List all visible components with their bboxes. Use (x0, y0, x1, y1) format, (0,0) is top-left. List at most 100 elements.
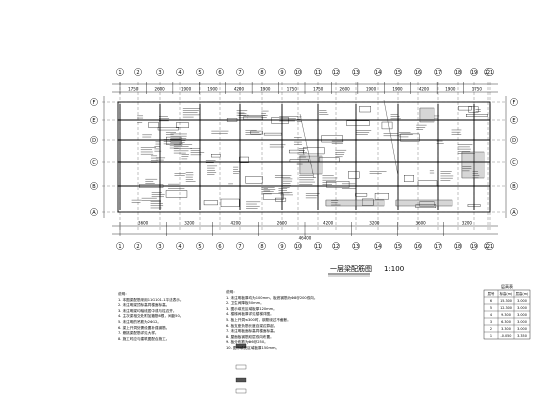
axis-bubble-top (374, 68, 382, 76)
axis-label-right: E (512, 118, 515, 124)
dim-value-bottom: 4200 (323, 221, 334, 226)
axis-bubble-right (510, 136, 518, 144)
axis-label-bottom: 11 (315, 244, 321, 250)
axis-label-top: 21 (487, 70, 493, 76)
axis-label-right: A (512, 210, 516, 216)
axis-label-left: C (92, 160, 96, 166)
axis-label-top: 9 (280, 70, 283, 76)
beam-segment (466, 114, 488, 117)
dim-value-top: 1900 (181, 87, 192, 92)
axis-bubble-bottom (332, 242, 340, 250)
axis-label-top: 19 (471, 70, 477, 76)
axis-label-top: 6 (218, 70, 221, 76)
beam-segment (139, 184, 164, 188)
beam-segment (346, 120, 370, 127)
axis-bubbles: 1234567891011121314151617181920211234567… (90, 68, 518, 250)
notes-right-line: 7. 未注明板面标高同楼面标高。 (226, 329, 278, 334)
beam-segment (239, 156, 249, 163)
level-table-cell: 2 (490, 327, 492, 331)
notes-right: 说明： 1. 未注明板厚均为100mm，板底钢筋为Φ8@200双向。 2. 卫生… (226, 290, 318, 352)
dim-value-top: 4200 (234, 87, 245, 92)
axis-bubble-bottom (258, 242, 266, 250)
level-table-cell: 12.300 (500, 306, 512, 310)
notes-left-line: 5. 未注明的吊筋为2Φ12。 (118, 319, 162, 324)
dim-value-top: 1750 (313, 87, 324, 92)
dim-total-bottom: 46400 (299, 236, 312, 241)
axis-bubble-top (176, 68, 184, 76)
axis-bubble-top (486, 68, 494, 76)
axis-label-top: 2 (136, 70, 139, 76)
notes-right-line: 8. 屋面板钢筋双层双向布置。 (226, 334, 274, 339)
axis-bubble-right (510, 98, 518, 106)
axis-label-bottom: 15 (395, 244, 401, 250)
axis-bubble-top (434, 68, 442, 76)
diagonal-break-line (383, 99, 399, 177)
axis-label-bottom: 12 (333, 244, 339, 250)
beam-segment (245, 176, 263, 184)
axis-bubble-right (510, 182, 518, 190)
level-table-cell: 3 (490, 320, 492, 324)
axis-label-bottom: 4 (178, 244, 181, 250)
notes-left-line: 7. 悬挑梁配筋详见大样。 (118, 331, 159, 336)
beam-segment (458, 106, 472, 111)
legend-symbol (235, 388, 247, 394)
level-table-header: 标高(m) (500, 291, 513, 296)
notes-left-line: 2. 未注明梁顶标高同楼面标高。 (118, 303, 170, 308)
axis-bubble-left (90, 182, 98, 190)
axis-label-top: 11 (315, 70, 321, 76)
notes-left-line: 8. 施工时应与建筑图配合施工。 (118, 336, 170, 341)
level-table-cell: 3.350 (517, 334, 527, 338)
beam-segment (400, 133, 420, 142)
axis-bubble-right (510, 158, 518, 166)
axis-bubble-top (216, 68, 224, 76)
axis-label-bottom: 18 (455, 244, 461, 250)
beam-segment (203, 200, 218, 206)
level-table-border (483, 289, 531, 340)
beam-segment (467, 204, 481, 207)
notes-left-heading: 说明： (118, 292, 129, 296)
axis-label-bottom: 10 (295, 244, 301, 250)
notes-right-line: 3. 图示填充区域板厚120mm。 (226, 306, 277, 311)
beam-segment (321, 135, 343, 143)
axis-label-left: D (92, 138, 96, 144)
axis-bubble-left (90, 208, 98, 216)
level-table-cell: 9.300 (501, 313, 511, 317)
axis-label-bottom: 13 (353, 244, 359, 250)
notes-left-line: 1. 本图梁配筋采用11G101-1平法表示。 (118, 297, 184, 302)
axis-bubble-top (134, 68, 142, 76)
axis-label-top: 13 (353, 70, 359, 76)
level-table-cell: 6 (490, 299, 492, 303)
axis-label-bottom: 9 (280, 244, 283, 250)
axis-bubble-left (90, 98, 98, 106)
axis-bubble-bottom (134, 242, 142, 250)
level-table-cell: 6.300 (501, 320, 511, 324)
dim-value-top: 2600 (155, 87, 166, 92)
beam-segment (288, 149, 304, 154)
beam-segment (404, 175, 414, 182)
level-table-cell: 3.000 (517, 327, 527, 331)
dimension-lines (103, 82, 507, 236)
dim-value-bottom: 3200 (462, 221, 473, 226)
axis-bubble-left (90, 116, 98, 124)
drawing-title: 一层梁配筋图 (330, 264, 372, 273)
axis-label-bottom: 1 (118, 244, 121, 250)
axis-label-top: 7 (238, 70, 241, 76)
beam-segment (417, 180, 438, 187)
beam-segment (374, 193, 389, 200)
axis-label-top: 8 (260, 70, 263, 76)
axis-bubble-bottom (278, 242, 286, 250)
notes-right-heading: 说明： (226, 290, 237, 294)
hatched-area-outline (461, 151, 485, 179)
dim-value-top: 1750 (472, 87, 483, 92)
beam-segment (348, 171, 360, 179)
axis-label-left: E (92, 118, 95, 124)
level-table-cell: 5 (490, 306, 492, 310)
beam-segment (355, 193, 368, 197)
axis-bubble-left (90, 158, 98, 166)
axis-label-bottom: 16 (415, 244, 421, 250)
beam-segment (148, 121, 159, 128)
beam-segment (419, 201, 435, 207)
notes-right-line: 5. 板上开洞≤300时，钢筋绕过不截断。 (226, 317, 291, 322)
